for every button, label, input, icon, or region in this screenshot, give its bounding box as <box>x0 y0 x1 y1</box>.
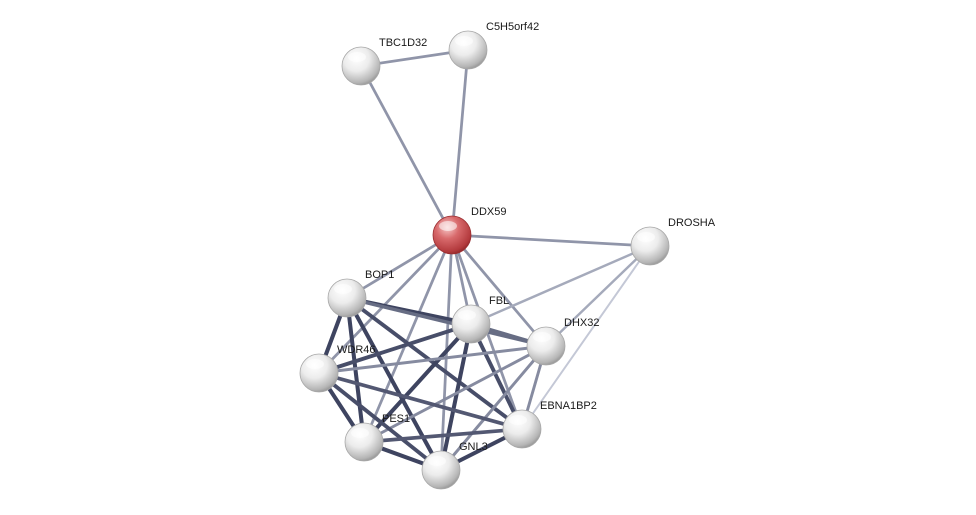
node-c5h5orf42[interactable]: C5H5orf42 <box>449 21 539 69</box>
node-dhx32[interactable]: DHX32 <box>527 317 599 365</box>
node-highlight-fbl <box>458 310 476 320</box>
node-tbc1d32[interactable]: TBC1D32 <box>342 37 427 85</box>
node-highlight-dhx32 <box>533 332 551 342</box>
node-label-ebna1bp2: EBNA1BP2 <box>540 400 597 412</box>
edge-c5h5orf42-ddx59[interactable] <box>452 50 468 235</box>
edge-dhx32-gnl3[interactable] <box>441 346 546 470</box>
node-label-fbl: FBL <box>489 295 509 307</box>
node-label-bop1: BOP1 <box>365 269 394 281</box>
node-label-wdr46: WDR46 <box>337 344 376 356</box>
node-highlight-bop1 <box>334 284 352 294</box>
node-highlight-pes1 <box>351 428 369 438</box>
node-highlight-gnl3 <box>428 456 446 466</box>
edge-ddx59-drosha[interactable] <box>452 235 650 246</box>
node-label-drosha: DROSHA <box>668 217 716 229</box>
edge-wdr46-gnl3[interactable] <box>319 373 441 470</box>
node-drosha[interactable]: DROSHA <box>631 217 716 265</box>
edge-tbc1d32-ddx59[interactable] <box>361 66 452 235</box>
node-highlight-drosha <box>637 232 655 242</box>
edge-drosha-dhx32[interactable] <box>546 246 650 346</box>
node-label-dhx32: DHX32 <box>564 317 599 329</box>
edge-layer <box>319 50 650 470</box>
node-label-c5h5orf42: C5H5orf42 <box>486 21 539 33</box>
node-bop1[interactable]: BOP1 <box>328 269 394 317</box>
node-label-pes1: PES1 <box>382 413 410 425</box>
node-ebna1bp2[interactable]: EBNA1BP2 <box>503 400 597 448</box>
node-gnl3[interactable]: GNL3 <box>422 441 488 489</box>
node-label-ddx59: DDX59 <box>471 206 506 218</box>
node-highlight-ebna1bp2 <box>509 415 527 425</box>
node-highlight-ddx59 <box>439 221 457 231</box>
node-highlight-c5h5orf42 <box>455 36 473 46</box>
node-label-tbc1d32: TBC1D32 <box>379 37 427 49</box>
node-label-gnl3: GNL3 <box>459 441 488 453</box>
node-highlight-wdr46 <box>306 359 324 369</box>
node-highlight-tbc1d32 <box>348 52 366 62</box>
node-ddx59[interactable]: DDX59 <box>433 206 506 254</box>
